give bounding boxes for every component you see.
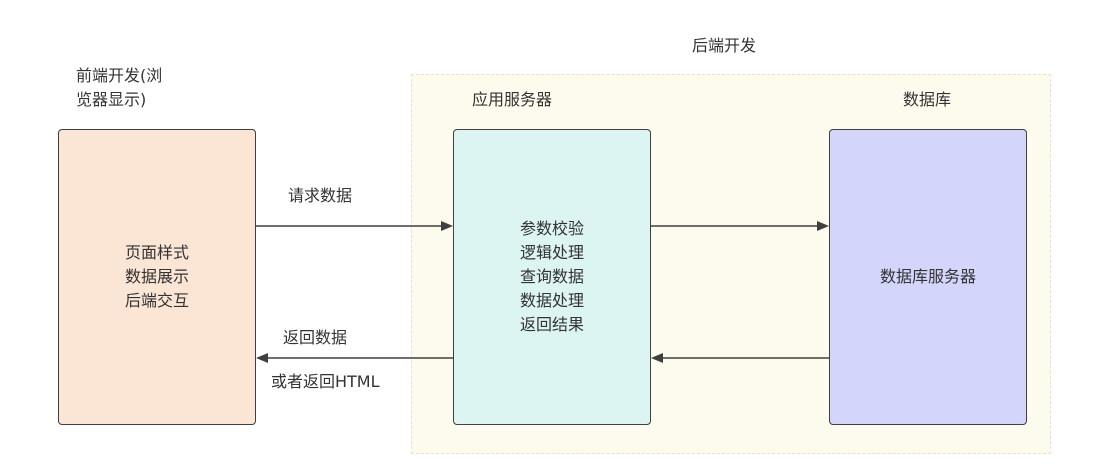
- database-node: 数据库服务器: [829, 129, 1027, 425]
- frontend-line-1: 页面样式: [124, 243, 189, 262]
- backend-group-title: 后端开发: [692, 36, 757, 55]
- frontend-line-3: 后端交互: [124, 291, 189, 310]
- app-server-line-3: 查询数据: [519, 267, 584, 286]
- database-label: 数据库服务器: [879, 267, 976, 286]
- request-arrowhead: [441, 221, 453, 231]
- response-arrowhead: [256, 353, 268, 363]
- response-label-line-2: 或者返回HTML: [271, 372, 380, 391]
- frontend-title-line-2: 览器显示): [76, 90, 147, 109]
- app-server-node: 参数校验 逻辑处理 查询数据 数据处理 返回结果: [453, 129, 651, 425]
- app-server-title: 应用服务器: [472, 90, 553, 109]
- request-label: 请求数据: [288, 186, 353, 205]
- frontend-title-line-1: 前端开发(浏: [76, 66, 163, 85]
- app-server-line-4: 数据处理: [519, 291, 584, 310]
- app-server-line-2: 逻辑处理: [519, 243, 584, 262]
- db-return-arrowhead: [651, 353, 663, 363]
- database-title: 数据库: [903, 90, 952, 109]
- query-arrowhead: [817, 221, 829, 231]
- app-server-line-1: 参数校验: [519, 219, 584, 238]
- app-server-line-5: 返回结果: [519, 315, 584, 334]
- frontend-line-2: 数据展示: [124, 267, 189, 286]
- frontend-node: 页面样式 数据展示 后端交互: [58, 129, 256, 425]
- response-label-line-1: 返回数据: [283, 328, 348, 347]
